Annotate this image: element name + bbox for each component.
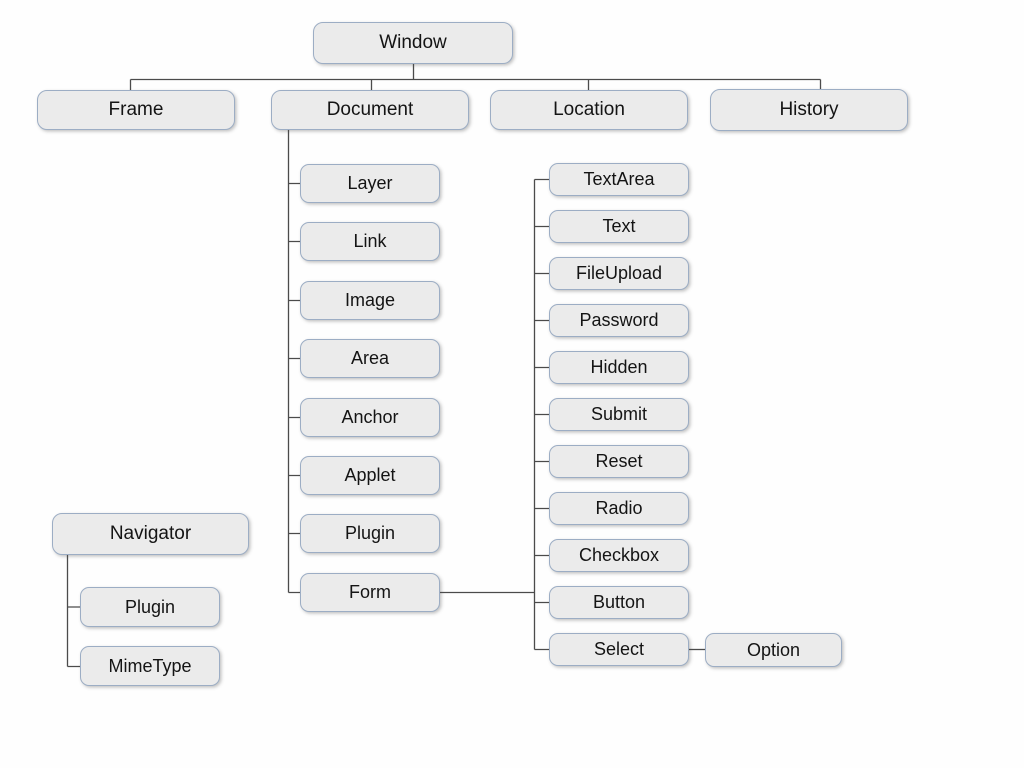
node-image: Image xyxy=(300,281,440,320)
node-history: History xyxy=(710,89,908,131)
node-plugin: Plugin xyxy=(300,514,440,553)
node-radio: Radio xyxy=(549,492,689,525)
node-navigator: Navigator xyxy=(52,513,249,555)
node-button: Button xyxy=(549,586,689,619)
node-area: Area xyxy=(300,339,440,378)
node-navigator-plugin: Plugin xyxy=(80,587,220,627)
node-text: Text xyxy=(549,210,689,243)
node-frame: Frame xyxy=(37,90,235,130)
node-window: Window xyxy=(313,22,513,64)
node-select: Select xyxy=(549,633,689,666)
connector-document-child-stubs xyxy=(288,182,301,594)
node-link: Link xyxy=(300,222,440,261)
node-checkbox: Checkbox xyxy=(549,539,689,572)
node-option: Option xyxy=(705,633,842,667)
node-fileupload: FileUpload xyxy=(549,257,689,290)
node-layer: Layer xyxy=(300,164,440,203)
node-location: Location xyxy=(490,90,688,130)
node-hidden: Hidden xyxy=(549,351,689,384)
node-anchor: Anchor xyxy=(300,398,440,437)
node-submit: Submit xyxy=(549,398,689,431)
node-document: Document xyxy=(271,90,469,130)
node-textarea: TextArea xyxy=(549,163,689,196)
node-form: Form xyxy=(300,573,440,612)
node-reset: Reset xyxy=(549,445,689,478)
node-applet: Applet xyxy=(300,456,440,495)
node-password: Password xyxy=(549,304,689,337)
node-mimetype: MimeType xyxy=(80,646,220,686)
connector-navigator-child-stubs xyxy=(67,606,81,668)
connector-form-child-stubs xyxy=(534,178,550,651)
